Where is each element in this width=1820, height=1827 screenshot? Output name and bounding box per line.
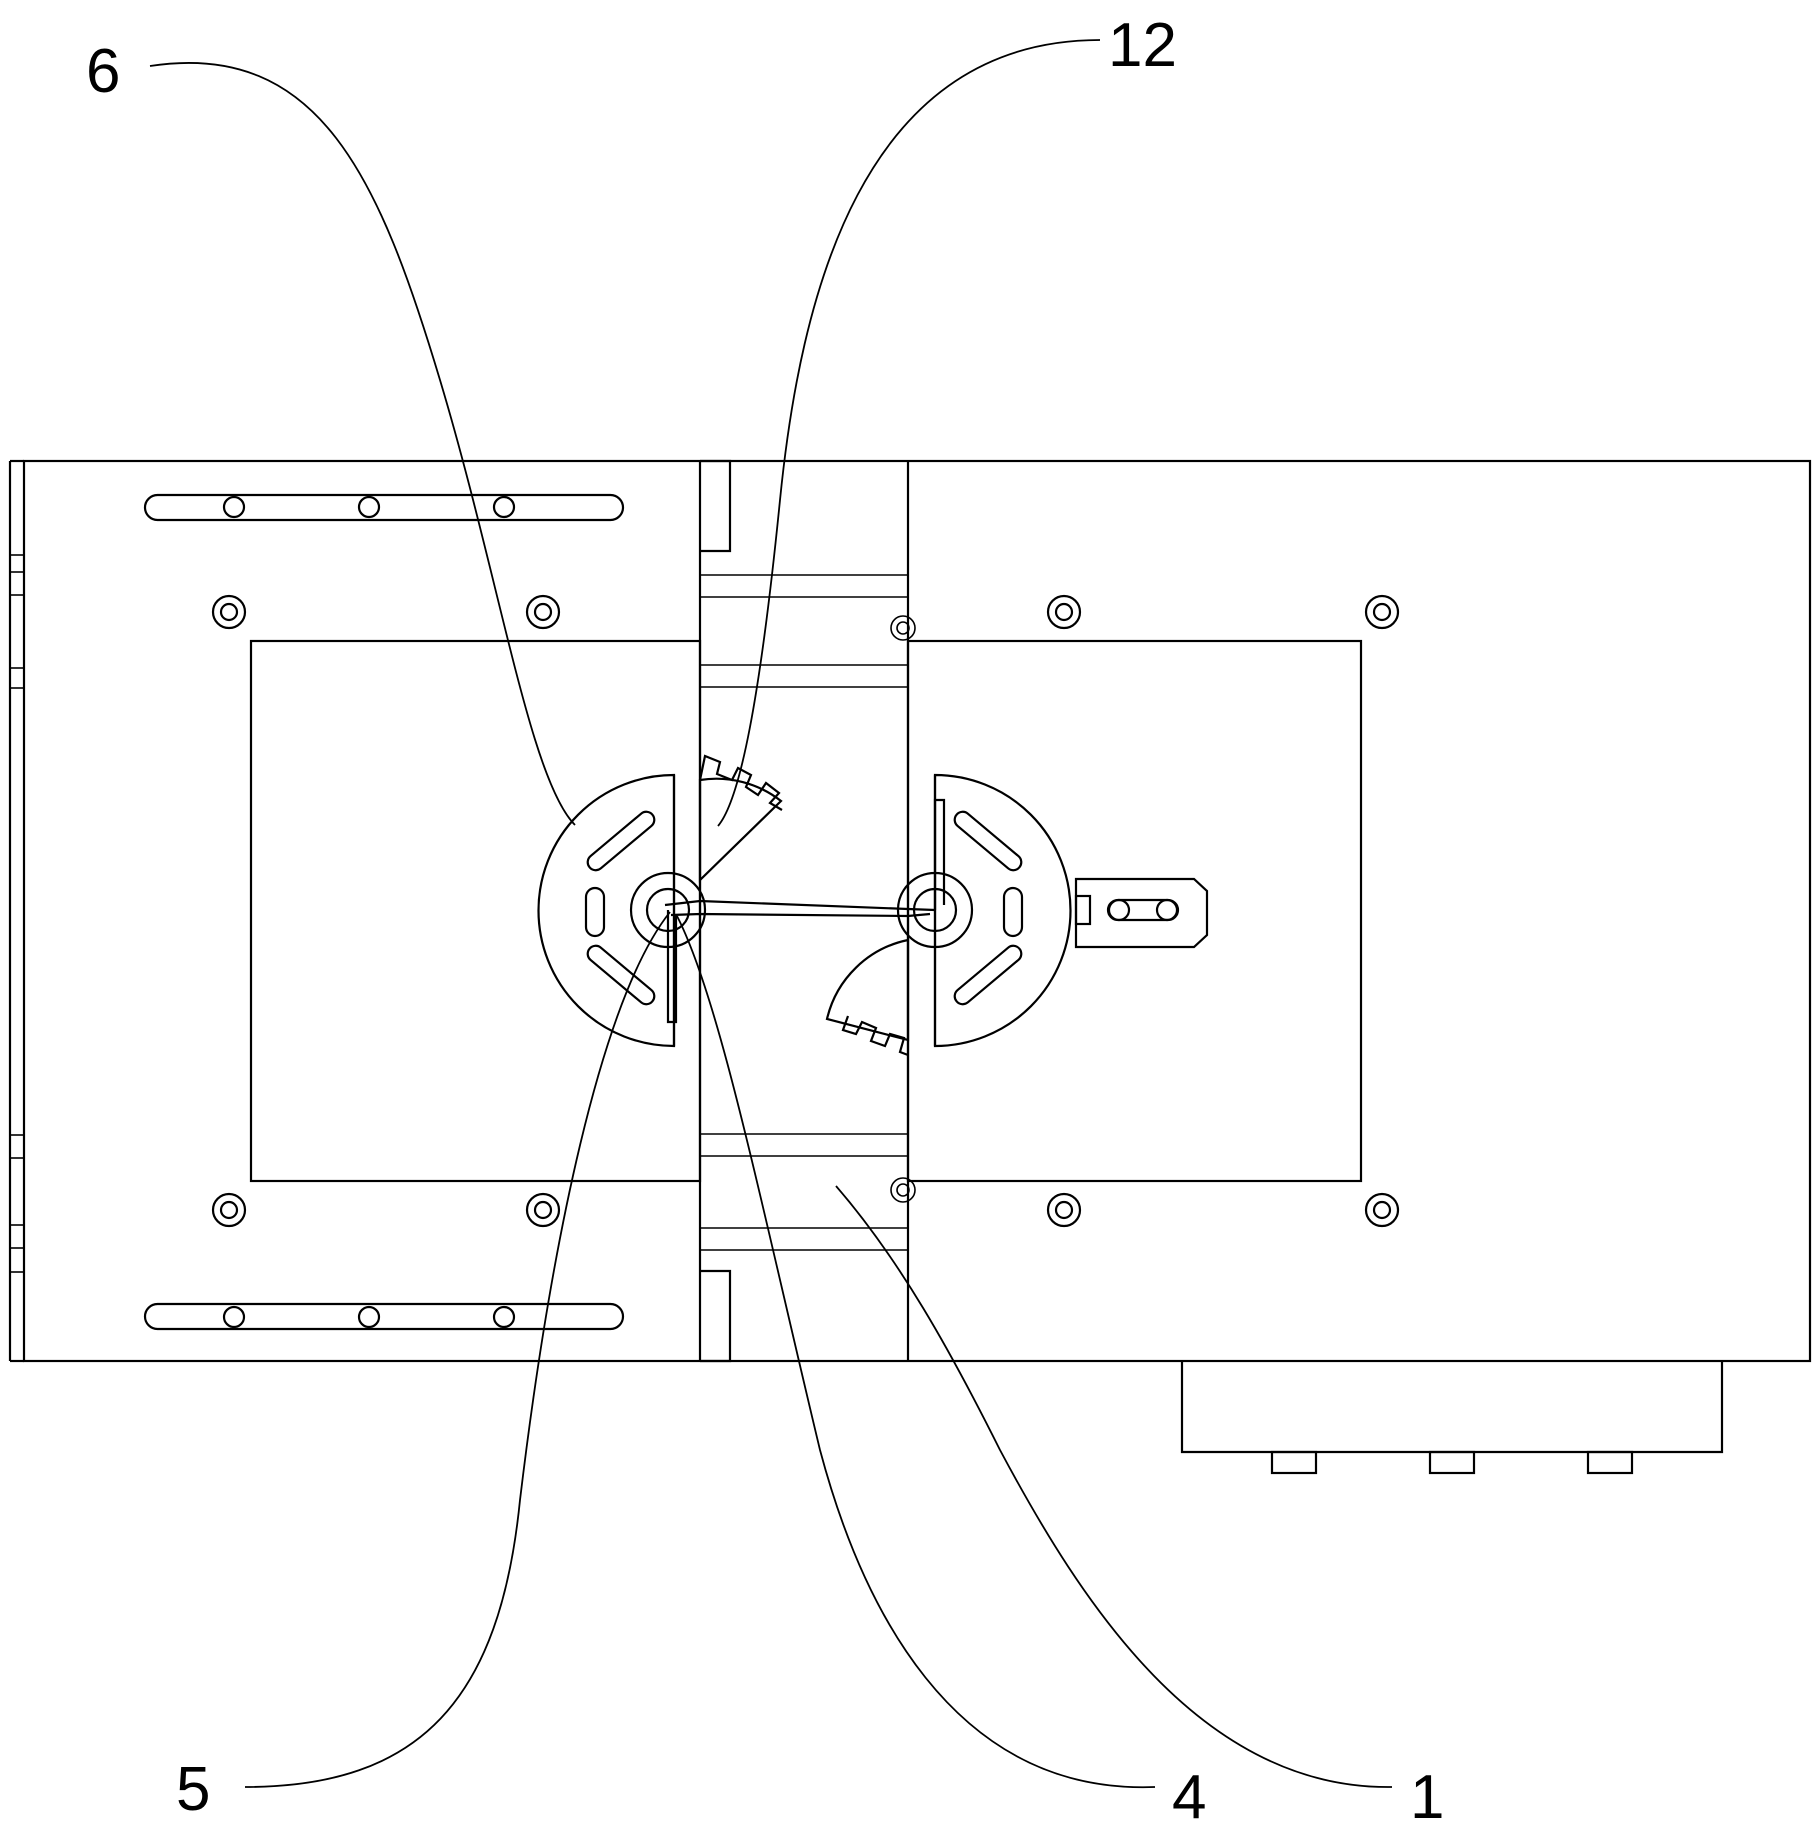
left-plate-bolts [213, 596, 559, 1226]
leader-5 [245, 912, 670, 1787]
bottom-motor-box [1182, 1361, 1722, 1473]
upper-gear-segment [700, 756, 782, 880]
lower-gear-segment [827, 940, 908, 1055]
right-plate [908, 596, 1398, 1226]
callout-labels: 6 12 5 4 1 [86, 11, 1444, 1827]
left-plate [145, 495, 700, 1329]
callout-5: 5 [176, 1755, 210, 1824]
right-rotary-disc [898, 775, 1207, 1046]
callout-1: 1 [1410, 1763, 1444, 1827]
callout-12: 12 [1108, 11, 1177, 80]
callout-6: 6 [86, 37, 120, 106]
center-rail [700, 461, 915, 1361]
callout-4: 4 [1172, 1763, 1206, 1827]
machine-frame [10, 461, 1810, 1361]
leader-1 [836, 1186, 1392, 1787]
right-plate-bolts [1048, 596, 1398, 1226]
leader-4 [677, 916, 1155, 1787]
leader-6 [150, 63, 575, 825]
